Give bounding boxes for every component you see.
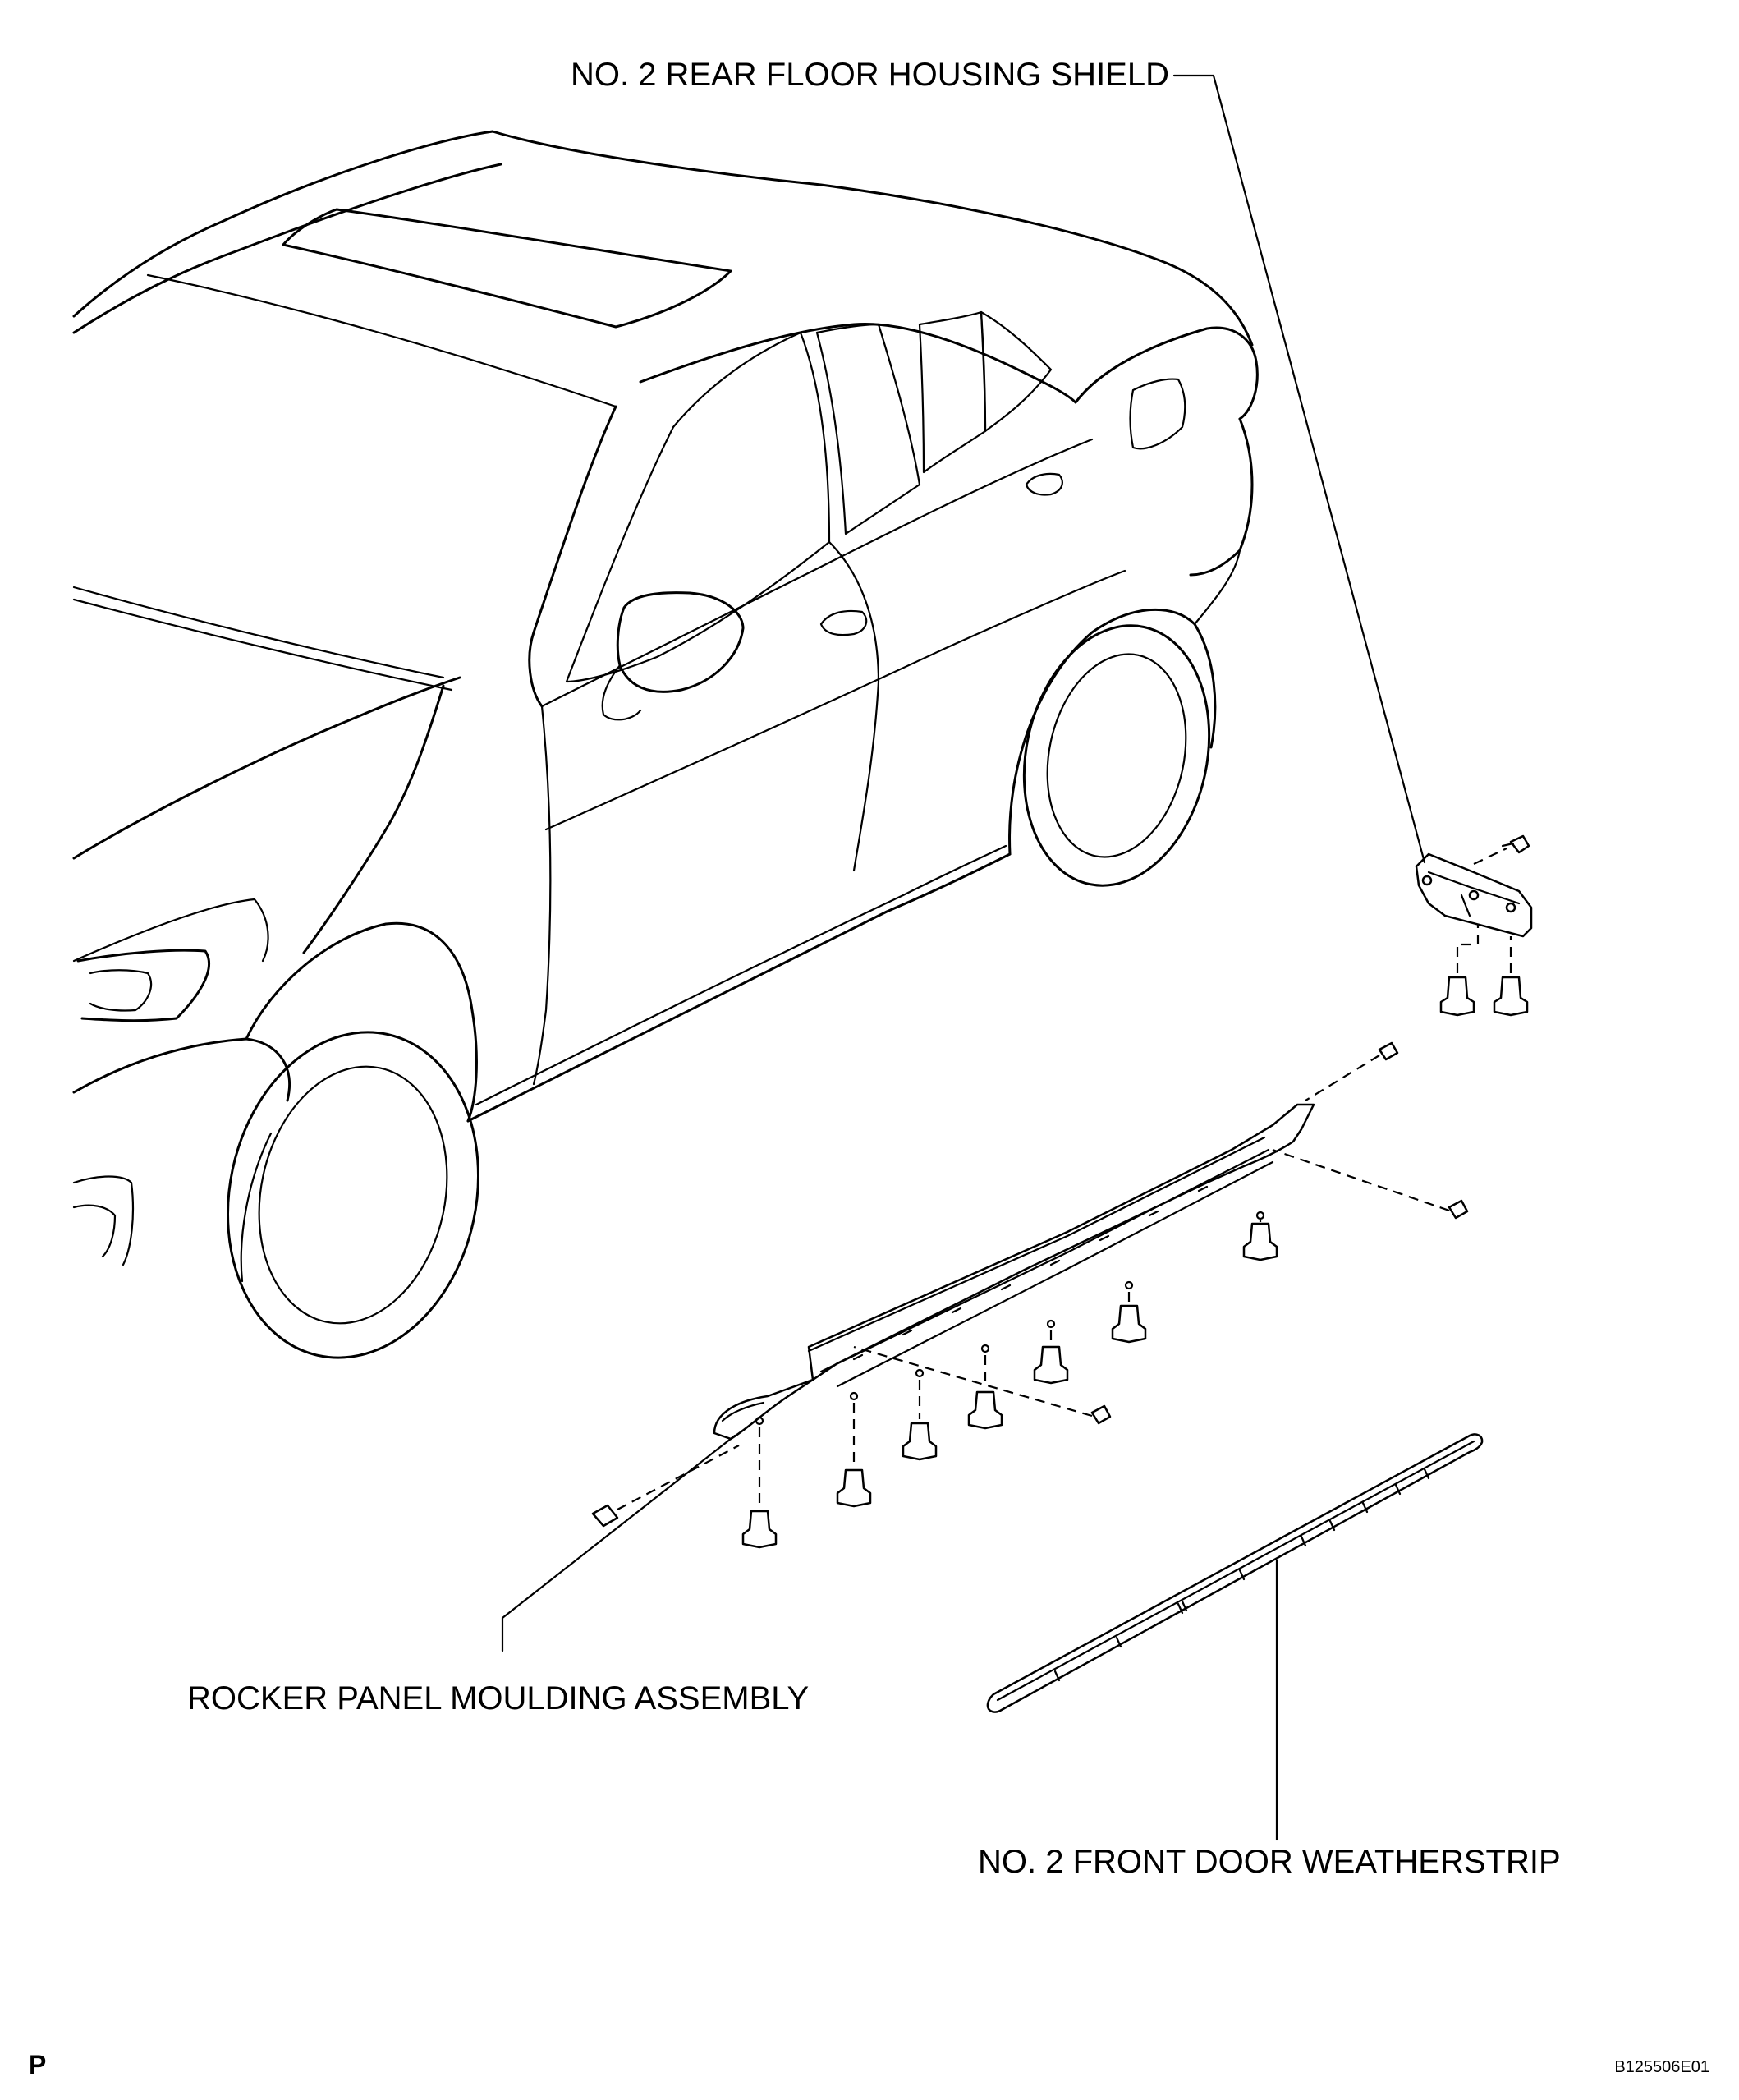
- front-door-weatherstrip-label: NO. 2 FRONT DOOR WEATHERSTRIP: [978, 1844, 1561, 1880]
- leader-lines: [501, 74, 1426, 1841]
- clip-fastener: [741, 1222, 1278, 1549]
- rocker-panel-moulding-label: ROCKER PANEL MOULDING ASSEMBLY: [187, 1680, 809, 1716]
- rear-floor-housing-shield-part: [1415, 834, 1533, 1017]
- rocker-panel-moulding-part: [591, 1041, 1469, 1549]
- front-door-weatherstrip-part: [986, 1433, 1484, 1713]
- corner-code-label: P: [29, 2050, 46, 2079]
- car-illustration: [72, 130, 1259, 1359]
- screw-fastener: [591, 1041, 1469, 1528]
- rear-floor-housing-shield-label: NO. 2 REAR FLOOR HOUSING SHIELD: [571, 57, 1169, 93]
- figure-id-label: B125506E01: [1614, 2058, 1709, 2076]
